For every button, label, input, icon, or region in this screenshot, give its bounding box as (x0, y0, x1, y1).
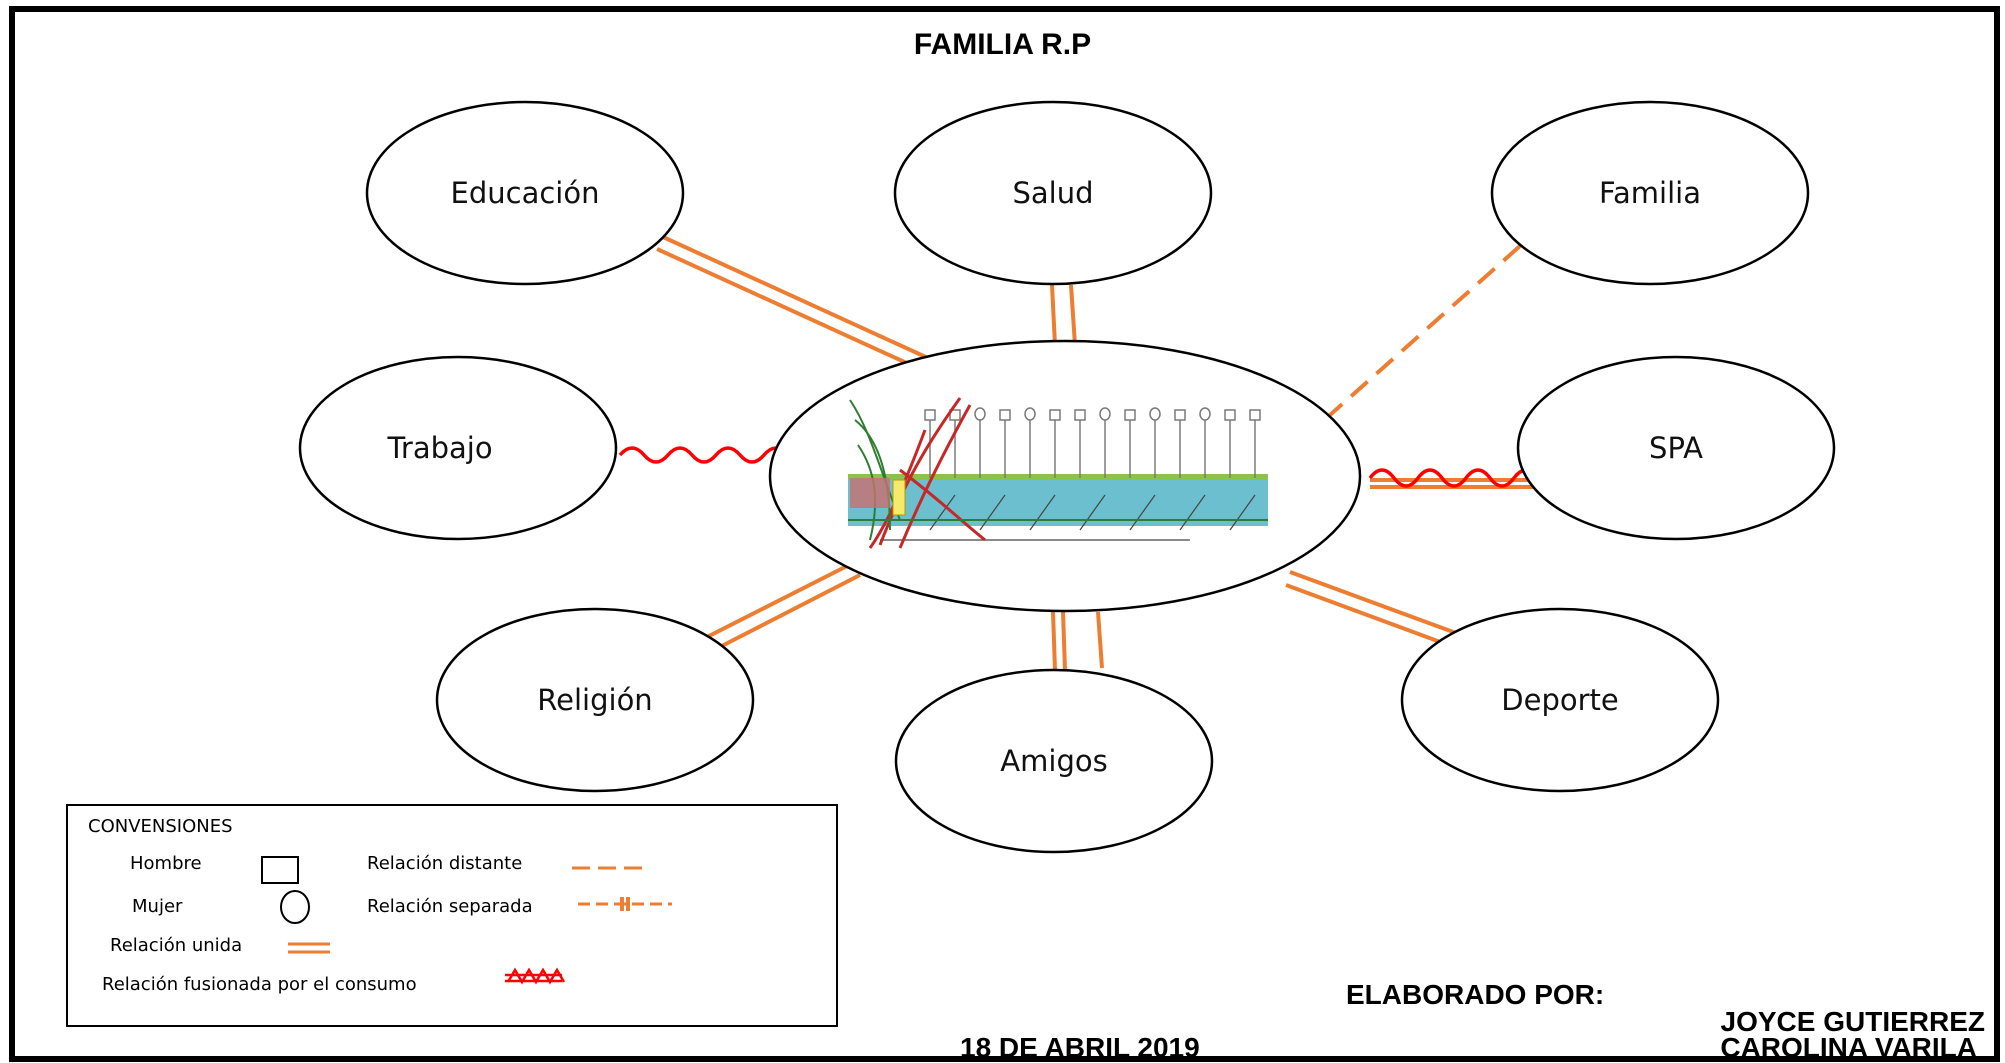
page-title: FAMILIA R.P (913, 28, 1092, 61)
legend-box (66, 804, 838, 1027)
edge-spa-wave (1368, 468, 1540, 488)
elaborado-por: ELABORADO POR: (1346, 979, 1605, 1010)
edge-deporte (1289, 570, 1476, 642)
legend-hombre-label: Hombre (130, 853, 202, 874)
node-spa (1516, 355, 1836, 541)
date: 18 DE ABRIL 2019 (960, 1032, 1200, 1063)
legend-fusionada-label: Relación fusionada por el consumo (102, 974, 417, 995)
separated-line-icon (578, 897, 672, 911)
legend-unida-label: Relación unida (110, 935, 242, 956)
wave-icon (505, 967, 566, 985)
edge-salud (1050, 284, 1057, 346)
node-label-spa: SPA (1649, 431, 1703, 465)
author-2: CAROLINA VARILA (1720, 1032, 1977, 1063)
node-trabajo (298, 355, 618, 541)
node-religion (435, 607, 755, 793)
node-salud (893, 100, 1213, 286)
legend: CONVENSIONES Hombre Mujer Relación unida… (66, 804, 838, 1027)
node-label-amigos: Amigos (1000, 744, 1107, 778)
fusion-relations (618, 446, 1540, 488)
node-educacion (365, 100, 685, 286)
legend-mujer-label: Mujer (132, 896, 183, 917)
edge-trabajo-wave (618, 446, 790, 464)
legend-separada-label: Relación separada (367, 896, 533, 917)
node-label-educacion: Educación (451, 176, 600, 210)
edge-religion (706, 561, 854, 639)
node-deporte (1400, 607, 1720, 793)
edge-familia (1328, 244, 1522, 417)
circle-icon (280, 890, 310, 924)
node-familia (1490, 100, 1810, 286)
node-label-religion: Religión (537, 683, 652, 717)
author-1: JOYCE GUTIERREZ (1720, 1006, 1985, 1037)
node-label-familia: Familia (1599, 176, 1701, 210)
legend-title: CONVENSIONES (88, 816, 233, 837)
node-label-trabajo: Trabajo (386, 431, 492, 465)
node-amigos (894, 668, 1214, 854)
nodes (298, 100, 1836, 854)
square-icon (261, 856, 299, 884)
edge-educacion (662, 235, 929, 360)
page-border (9, 6, 2000, 1062)
genogram-image (848, 397, 1268, 549)
legend-distante-label: Relación distante (367, 853, 522, 874)
edge-amigos (1051, 611, 1057, 671)
node-label-deporte: Deporte (1501, 683, 1618, 717)
node-label-salud: Salud (1012, 176, 1093, 210)
